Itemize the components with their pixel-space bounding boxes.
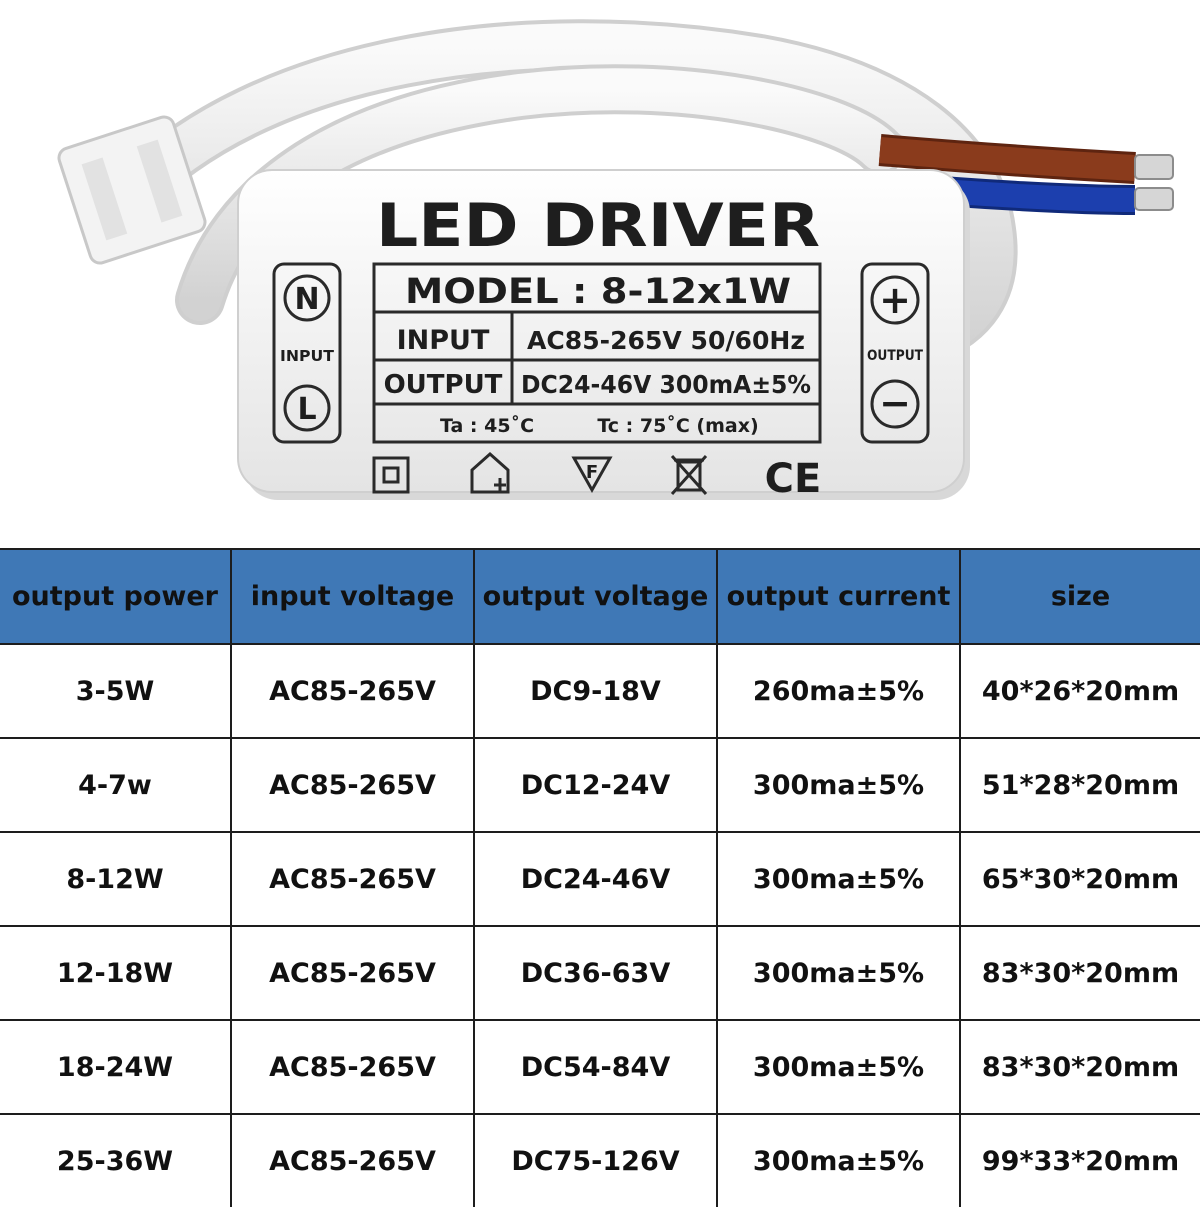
table-row: 18-24W AC85-265V DC54-84V 300ma±5% 83*30… bbox=[0, 1019, 1200, 1115]
driver-casing bbox=[237, 169, 970, 500]
ta-rating: Ta : 45˚C bbox=[440, 414, 534, 437]
table-row: 8-12W AC85-265V DC24-46V 300ma±5% 65*30*… bbox=[0, 831, 1200, 927]
cell-output-voltage: DC12-24V bbox=[473, 737, 718, 833]
cell-input-voltage: AC85-265V bbox=[230, 925, 475, 1021]
input-terminal bbox=[272, 262, 342, 444]
cell-input-voltage: AC85-265V bbox=[230, 1113, 475, 1207]
table-row: 3-5W AC85-265V DC9-18V 260ma±5% 40*26*20… bbox=[0, 643, 1200, 739]
svg-text:F: F bbox=[586, 462, 598, 483]
cell-output-current: 300ma±5% bbox=[716, 925, 961, 1021]
input-value: AC85-265V 50/60Hz bbox=[527, 326, 805, 355]
cell-output-power: 18-24W bbox=[0, 1019, 232, 1115]
output-wires bbox=[868, 134, 1174, 215]
cell-output-voltage: DC9-18V bbox=[473, 643, 718, 739]
cell-output-power: 25-36W bbox=[0, 1113, 232, 1207]
output-side-label: OUTPUT bbox=[867, 348, 923, 364]
spec-box bbox=[372, 262, 822, 444]
cell-output-voltage: DC75-126V bbox=[473, 1113, 718, 1207]
product-photo: LED DRIVER MODEL : 8-12x1W INPUT AC85-26… bbox=[0, 0, 1200, 548]
live-symbol: L bbox=[297, 392, 316, 427]
column-header-output-voltage: output voltage bbox=[473, 548, 718, 645]
cell-size: 83*30*20mm bbox=[959, 1019, 1200, 1115]
cell-size: 51*28*20mm bbox=[959, 737, 1200, 833]
positive-symbol: + bbox=[879, 278, 911, 322]
model-text: MODEL : 8-12x1W bbox=[405, 272, 791, 312]
cell-output-current: 300ma±5% bbox=[716, 737, 961, 833]
cell-output-power: 12-18W bbox=[0, 925, 232, 1021]
column-header-output-power: output power bbox=[0, 548, 232, 645]
cable-connector bbox=[57, 115, 207, 265]
cell-output-voltage: DC36-63V bbox=[473, 925, 718, 1021]
cell-size: 65*30*20mm bbox=[959, 831, 1200, 927]
cell-input-voltage: AC85-265V bbox=[230, 643, 475, 739]
cell-output-voltage: DC54-84V bbox=[473, 1019, 718, 1115]
double-insulation-icon bbox=[372, 456, 410, 494]
ce-mark-icon: CE bbox=[765, 456, 822, 502]
output-value: DC24-46V 300mA±5% bbox=[521, 370, 811, 399]
indoor-use-icon bbox=[470, 451, 510, 494]
cell-input-voltage: AC85-265V bbox=[230, 737, 475, 833]
cell-size: 99*33*20mm bbox=[959, 1113, 1200, 1207]
cell-output-current: 300ma±5% bbox=[716, 831, 961, 927]
table-row: 12-18W AC85-265V DC36-63V 300ma±5% 83*30… bbox=[0, 925, 1200, 1021]
cell-input-voltage: AC85-265V bbox=[230, 831, 475, 927]
cell-size: 83*30*20mm bbox=[959, 925, 1200, 1021]
output-terminal bbox=[860, 262, 930, 444]
column-header-output-current: output current bbox=[716, 548, 961, 645]
table-row: 25-36W AC85-265V DC75-126V 300ma±5% 99*3… bbox=[0, 1113, 1200, 1207]
driver-title: LED DRIVER bbox=[376, 191, 820, 261]
cell-output-power: 4-7w bbox=[0, 737, 232, 833]
output-label: OUTPUT bbox=[384, 370, 503, 400]
column-header-input-voltage: input voltage bbox=[230, 548, 475, 645]
input-side-label: INPUT bbox=[280, 347, 335, 365]
spec-table: output power input voltage output voltag… bbox=[0, 548, 1200, 1207]
f-mark-icon: F bbox=[571, 456, 613, 494]
cell-input-voltage: AC85-265V bbox=[230, 1019, 475, 1115]
table-header-row: output power input voltage output voltag… bbox=[0, 548, 1200, 645]
cell-output-voltage: DC24-46V bbox=[473, 831, 718, 927]
cell-output-power: 3-5W bbox=[0, 643, 232, 739]
cell-size: 40*26*20mm bbox=[959, 643, 1200, 739]
neutral-symbol: N bbox=[294, 282, 319, 317]
cell-output-current: 260ma±5% bbox=[716, 643, 961, 739]
column-header-size: size bbox=[959, 548, 1200, 645]
cell-output-current: 300ma±5% bbox=[716, 1019, 961, 1115]
table-row: 4-7w AC85-265V DC12-24V 300ma±5% 51*28*2… bbox=[0, 737, 1200, 833]
led-driver-illustration: LED DRIVER MODEL : 8-12x1W INPUT AC85-26… bbox=[57, 19, 1174, 502]
input-label: INPUT bbox=[397, 325, 490, 356]
negative-symbol: − bbox=[879, 381, 911, 425]
cell-output-power: 8-12W bbox=[0, 831, 232, 927]
weee-bin-icon bbox=[670, 454, 708, 496]
tc-rating: Tc : 75˚C (max) bbox=[597, 414, 758, 437]
cell-output-current: 300ma±5% bbox=[716, 1113, 961, 1207]
